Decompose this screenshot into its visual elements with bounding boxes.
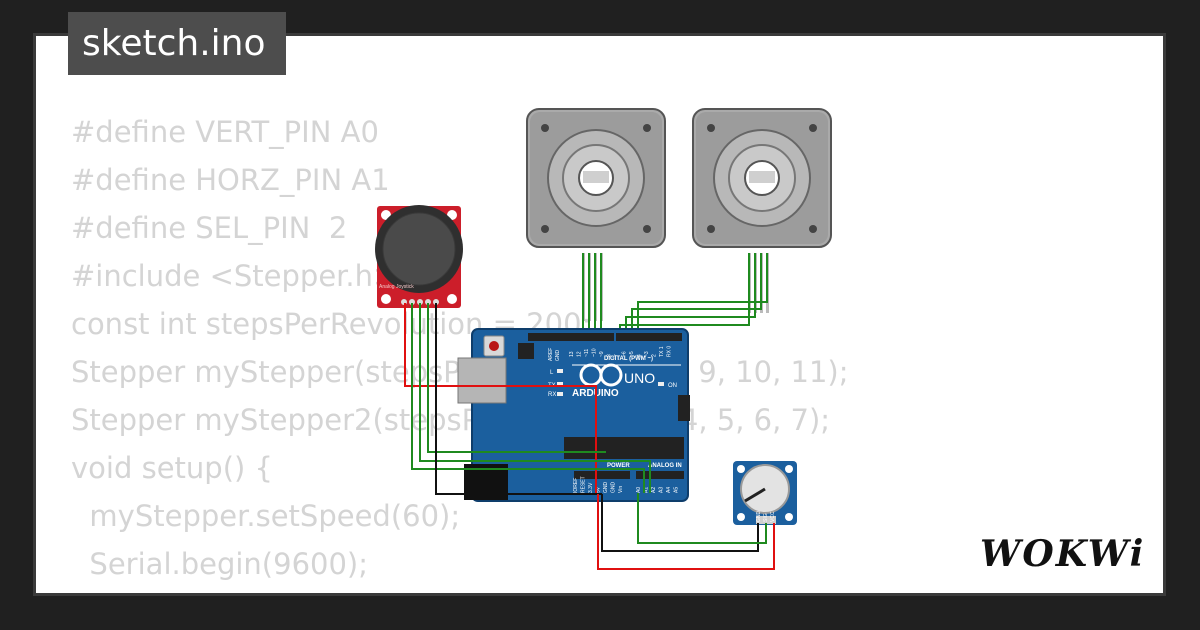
pin-label: ~11 [584,349,590,357]
power-label: POWER [607,463,630,469]
pin-label: SIG [763,513,769,522]
preview-card: #define VERT_PIN A0 #define HORZ_PIN A1 #d… [33,33,1166,596]
code-line: #define SEL_PIN 2 [71,211,348,245]
wokwi-logo: WOKWi [980,533,1145,575]
code-line: myStepper.setSpeed(60); [71,499,461,533]
pin-label: Vin [618,486,624,493]
joystick-caption: Analog Joystick [379,284,414,290]
pin-label: 3.3V [588,482,594,493]
stepper-motor-1[interactable] [526,108,666,321]
circuit-diagram: UNO ARDUINO DIGITAL (PWM ~) POWER ANALOG… [375,108,832,570]
on-label: ON [668,383,677,389]
pin-label: TX 1 [659,346,665,357]
pin-label: RX 0 [667,346,673,357]
code-line: void setup() { [71,451,273,485]
aref-label: AREF [548,348,554,361]
wires [404,303,775,570]
file-tab[interactable]: sketch.ino [68,12,286,75]
analog-label: ANALOG IN [648,463,682,469]
rx-label: RX [548,392,556,398]
pin-label: 5V [596,486,602,493]
pin-label: GND [756,511,762,523]
pin-label: 12 [577,351,583,357]
pin-label: GND [611,482,617,494]
pin-label: ~9 [599,351,605,357]
pin-label: A4 [666,487,672,493]
pin-label: A2 [651,487,657,493]
pin-label: ~10 [592,348,598,357]
digital-label: DIGITAL (PWM ~) [604,356,653,362]
board-model: UNO [624,370,655,386]
pin-label: 2 [652,354,658,357]
pin-label: IOREF [573,478,579,493]
code-line: #define HORZ_PIN A1 [71,163,390,197]
pin-label: 8 [607,354,613,357]
pin-label: A3 [659,487,665,493]
stepper-motor-2[interactable] [692,108,832,313]
l-label: L [550,370,554,376]
pin-label: 4 [637,354,643,357]
pin-label: VCC [770,511,776,522]
pin-label: A0 [636,487,642,493]
pin-label: RESET [581,476,587,493]
stepper-wires [582,253,768,342]
svg-text:WOKWi: WOKWi [980,533,1145,575]
code-line: #define VERT_PIN A0 [71,115,379,149]
pin-label: ~5 [629,351,635,357]
code-line: const int stepsPerRevolution = 200; [71,307,592,341]
pin-label: ~3 [644,351,650,357]
pin-label: GND [603,482,609,494]
code-line: #include <Stepper.h> [71,259,398,293]
arduino-uno-board[interactable]: UNO ARDUINO DIGITAL (PWM ~) POWER ANALOG… [457,328,690,502]
code-line: Serial.begin(9600); [71,547,369,581]
pin-label: A5 [674,487,680,493]
pin-label: 7 [614,354,620,357]
gnd-label: GND [555,350,561,362]
pin-label: 13 [569,351,575,357]
analog-joystick[interactable]: Analog Joystick [375,205,463,308]
pin-label: ~6 [622,351,628,357]
pin-label: A1 [644,487,650,493]
